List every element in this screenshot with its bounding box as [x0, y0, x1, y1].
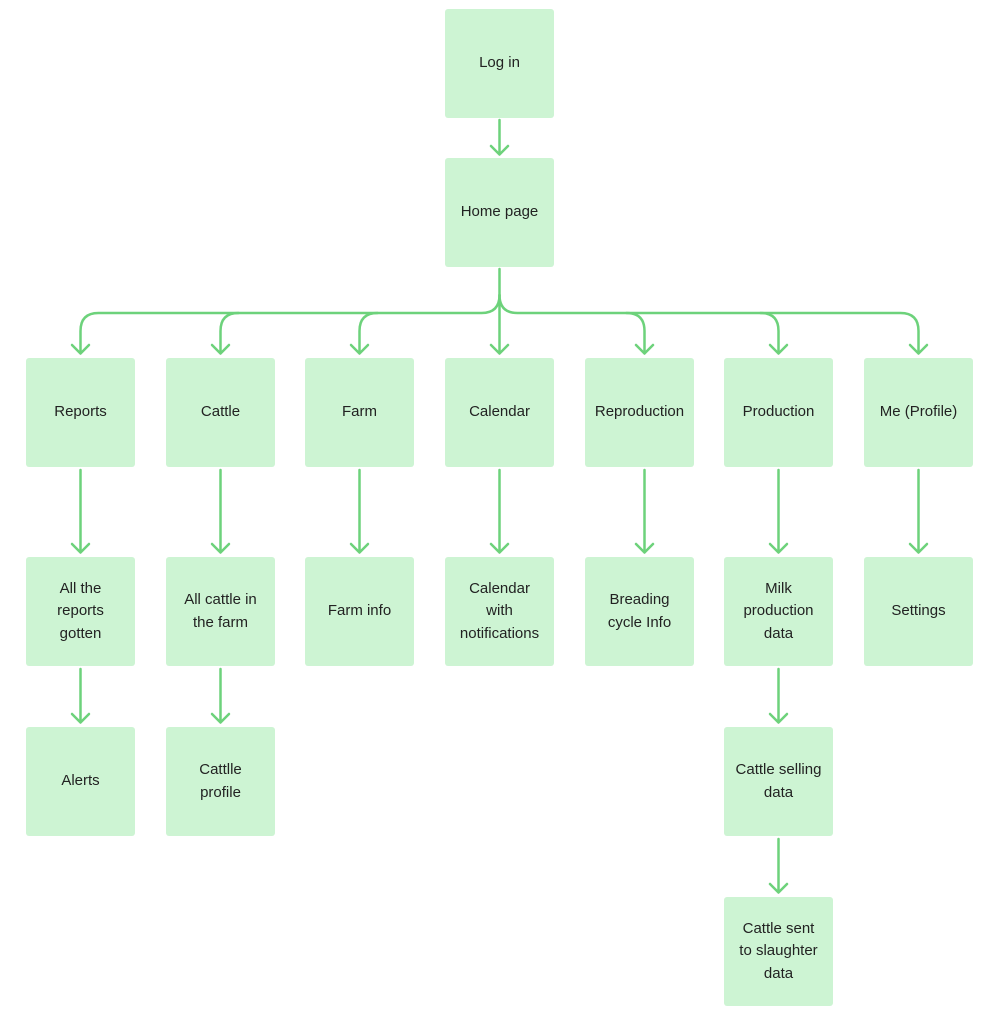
- node-label: All cattle in the farm: [184, 591, 257, 631]
- connector-bus-reproduction: [625, 311, 646, 355]
- connector-bus-farm: [358, 311, 379, 355]
- node-label: Cattle: [200, 403, 241, 421]
- arrowhead-allcattle: [210, 542, 231, 554]
- arrowhead-reproduction: [634, 343, 655, 355]
- node-label: Farm info: [327, 602, 392, 620]
- arrowhead-selling: [768, 712, 789, 724]
- arrowhead-cattleprofile: [210, 712, 231, 724]
- node-label: Calendar: [469, 403, 530, 421]
- arrowhead-slaughter: [768, 882, 789, 894]
- node-label: All the reports gotten: [57, 579, 104, 642]
- connector-bus-right: [498, 293, 920, 355]
- connector-bus-left: [79, 293, 501, 355]
- node-label: Production: [742, 403, 815, 421]
- node-label: Me (Profile): [879, 403, 958, 421]
- arrowhead-notifications: [489, 542, 510, 554]
- node-label: Log in: [479, 54, 520, 72]
- node-label: Cattle selling data: [735, 761, 822, 801]
- arrowhead-login-home: [489, 144, 510, 156]
- arrowhead-profile: [908, 343, 929, 355]
- arrowhead-settings: [908, 542, 929, 554]
- node-farm-info: Farm info: [305, 557, 414, 666]
- node-label: Alerts: [61, 772, 100, 790]
- arrowhead-farminfo: [349, 542, 370, 554]
- arrowhead-farm: [349, 343, 370, 355]
- node-settings: Settings: [864, 557, 973, 666]
- node-reproduction: Reproduction: [585, 358, 694, 467]
- arrowhead-reports: [70, 343, 91, 355]
- node-cattle: Cattle: [166, 358, 275, 467]
- node-alerts: Alerts: [26, 727, 135, 836]
- node-label: Home page: [460, 203, 539, 221]
- node-cattle-slaughter-data: Cattle sent to slaughter data: [724, 897, 833, 1006]
- node-all-cattle: All cattle in the farm: [166, 557, 275, 666]
- arrowhead-cattle: [210, 343, 231, 355]
- node-farm: Farm: [305, 358, 414, 467]
- node-home-page: Home page: [445, 158, 554, 267]
- arrowhead-milk: [768, 542, 789, 554]
- node-label: Cattlle profile: [199, 761, 242, 801]
- node-production: Production: [724, 358, 833, 467]
- node-cattle-selling-data: Cattle selling data: [724, 727, 833, 836]
- node-breeding-cycle-info: Breading cycle Info: [585, 557, 694, 666]
- node-label: Reproduction: [594, 403, 685, 421]
- node-cattle-profile: Cattlle profile: [166, 727, 275, 836]
- node-me-profile: Me (Profile): [864, 358, 973, 467]
- node-milk-production-data: Milk production data: [724, 557, 833, 666]
- node-all-reports: All the reports gotten: [26, 557, 135, 666]
- node-calendar-notifications: Calendar with notifications: [445, 557, 554, 666]
- arrowhead-breeding: [634, 542, 655, 554]
- node-log-in: Log in: [445, 9, 554, 118]
- arrowhead-production: [768, 343, 789, 355]
- arrowhead-calendar: [489, 343, 510, 355]
- node-label: Reports: [54, 403, 107, 421]
- arrowhead-alerts: [70, 712, 91, 724]
- node-label: Breading cycle Info: [607, 591, 672, 631]
- connector-bus-cattle: [219, 311, 240, 355]
- node-calendar: Calendar: [445, 358, 554, 467]
- connector-bus-production: [759, 311, 780, 355]
- node-label: Milk production data: [743, 579, 814, 642]
- node-label: Calendar with notifications: [459, 579, 540, 642]
- node-label: Settings: [891, 602, 946, 620]
- node-reports: Reports: [26, 358, 135, 467]
- node-label: Farm: [342, 403, 377, 421]
- arrowhead-allreports: [70, 542, 91, 554]
- node-label: Cattle sent to slaughter data: [739, 919, 818, 982]
